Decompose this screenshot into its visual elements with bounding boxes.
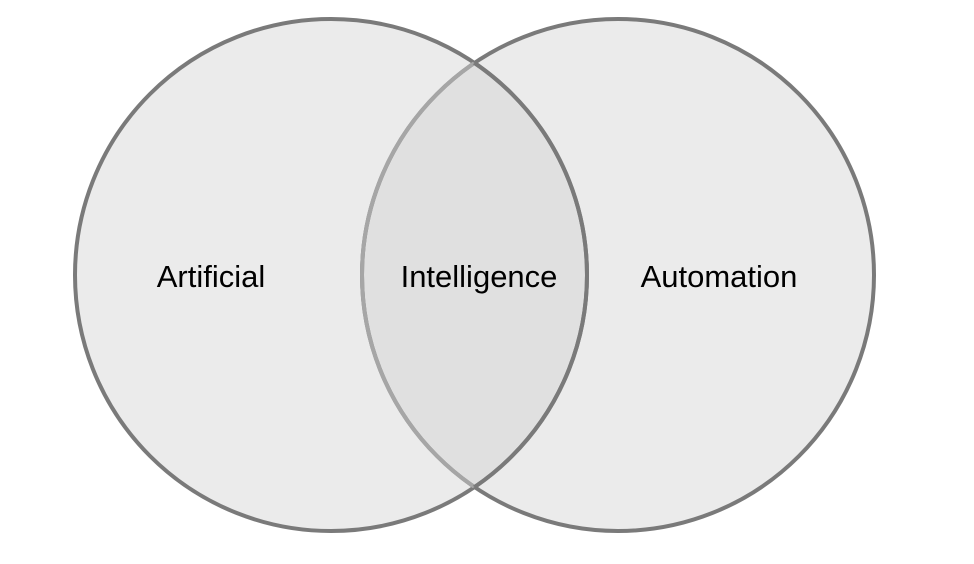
left-set-label: Artificial: [157, 259, 266, 294]
left-circle-inner-arc: [362, 19, 589, 531]
right-set-label: Automation: [641, 259, 798, 294]
intersection-region: [362, 19, 587, 531]
right-circle-inner-arc: [360, 19, 587, 531]
intersection-label: Intelligence: [401, 259, 558, 294]
